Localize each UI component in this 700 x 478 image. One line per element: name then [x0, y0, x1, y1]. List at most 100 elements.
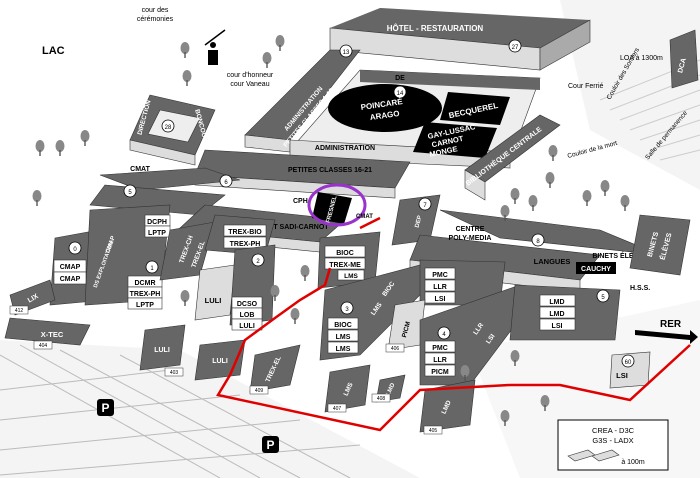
rer-indicator[interactable]: RER — [635, 319, 698, 344]
red-route — [216, 267, 691, 432]
svg-text:14: 14 — [397, 91, 404, 97]
svg-text:1: 1 — [150, 266, 154, 272]
svg-text:28: 28 — [165, 125, 172, 131]
picm-building[interactable]: PICM 406 — [385, 299, 426, 353]
building-5[interactable]: 5 — [89, 184, 226, 216]
lsi-label-3: LSI — [616, 371, 628, 380]
ceremonies-label: cérémonies — [137, 16, 174, 23]
fresnel-area[interactable]: CPH FRESNEL CMAT — [293, 183, 373, 227]
pmc-llr-lsi[interactable]: PMC LLR LSI — [419, 259, 506, 306]
luli-building[interactable]: LULI — [194, 264, 236, 321]
lms-lower[interactable]: LMS 407 — [324, 364, 371, 413]
centre-label: CENTRE — [456, 226, 485, 233]
trex-el-lower[interactable]: TREX-EL 409 — [249, 344, 301, 395]
cmat-building[interactable]: CMAT 6 — [99, 166, 241, 191]
svg-text:2: 2 — [256, 259, 260, 265]
cauchy-label: CAUCHY — [581, 266, 611, 273]
svg-text:408: 408 — [377, 396, 386, 402]
dcph-label: DCPH — [147, 219, 167, 226]
rer-label: RER — [660, 319, 682, 330]
pmc-label: PMC — [432, 272, 448, 279]
llr-label-2: LLR — [433, 357, 447, 364]
arago-label: ARAGO — [369, 109, 400, 122]
svg-text:4: 4 — [442, 332, 446, 338]
binets-eleves-label: BINETS ÉLÈVES — [592, 251, 648, 260]
lix-building[interactable]: LIX 412 — [9, 279, 56, 316]
trex-bio-label: TREX-BIO — [228, 229, 262, 236]
hss-label: H.S.S. — [630, 285, 650, 292]
xtec-building[interactable]: X-TEC 404 — [4, 317, 91, 350]
de-label: DE — [395, 75, 405, 82]
svg-text:60: 60 — [625, 360, 632, 366]
lms-label-2: LMS — [336, 334, 351, 341]
luli-lower-1[interactable]: LULI — [139, 324, 186, 371]
petites-classes-label: PETITES CLASSES 16-21 — [288, 167, 372, 174]
lptp-label: LPTP — [148, 230, 166, 237]
cour-ceremonies-label: cour des — [142, 7, 169, 14]
dep-building[interactable]: 7 DEP — [391, 194, 441, 246]
cmat-label-2: CMAT — [356, 214, 373, 220]
cmat-label: CMAT — [130, 166, 150, 173]
building-60[interactable]: 60 LSI — [609, 351, 651, 389]
cour-vaneau-label: cour Vaneau — [230, 81, 269, 88]
poly-media-label: POLY-MEDIA — [449, 235, 492, 242]
svg-text:404: 404 — [39, 343, 48, 349]
cph-label: CPH — [293, 198, 308, 205]
petites-classes-building[interactable]: PETITES CLASSES 16-21 — [194, 149, 411, 199]
parking-icon-1[interactable]: P — [97, 399, 114, 416]
dcmr-label: DCMR — [135, 280, 156, 287]
llr-label: LLR — [433, 284, 447, 291]
svg-text:409: 409 — [255, 388, 264, 394]
xtec-label: X-TEC — [41, 330, 64, 339]
lmd-lower[interactable]: LMD 405 — [419, 379, 476, 435]
luli-label-b2: LULI — [239, 323, 255, 330]
building-2[interactable]: 2 DCSO LOB LULI — [229, 244, 276, 331]
building-1[interactable]: CMAP DS EXPLOITATION DCPH LPTP 1 DCMR TR… — [84, 204, 171, 310]
cour-ferrie-label: Cour Ferrié — [568, 83, 604, 90]
trex-ph-label-2: TREX-PH — [230, 241, 261, 248]
dca-label: DCA — [677, 57, 688, 73]
picm-label-2: PICM — [431, 369, 449, 376]
building-4[interactable]: 4 PMC LLR PICM LLR LSI — [419, 284, 531, 386]
a-100m-label: à 100m — [621, 459, 645, 466]
svg-text:P: P — [101, 401, 109, 415]
svg-text:7: 7 — [423, 203, 427, 209]
bioc-trexme[interactable]: BIOC TREX-ME LMS — [317, 231, 381, 289]
trex-diag[interactable]: TREX-CH TREX-EL — [159, 221, 216, 281]
bioc-label: BIOC — [336, 250, 354, 257]
lmd-small[interactable]: LMD 408 — [371, 374, 406, 403]
luli-label-2: LULI — [154, 347, 170, 354]
picm-label: PICM — [401, 321, 412, 339]
svg-text:0: 0 — [73, 247, 77, 253]
dep-label: DEP — [415, 215, 424, 228]
red-route-top — [359, 216, 381, 230]
svg-text:3: 3 — [345, 307, 349, 313]
lix-label: LIX — [27, 293, 40, 305]
hotel-label: HÔTEL - RESTAURATION — [387, 24, 484, 33]
binets-eleves-right[interactable]: BINETS ÉLÈVES — [629, 214, 691, 276]
lms-label-3: LMS — [336, 346, 351, 353]
lmd-label-2: LMD — [549, 311, 564, 318]
building-3[interactable]: 3 BIOC LMS LMS LMS BIOC — [319, 264, 431, 361]
statue-icon — [204, 29, 226, 65]
central-building[interactable]: DE 14 POINCARÉ ARAGO BECQUEREL GAY-LUSSA… — [289, 69, 541, 169]
cmap-label-1: CMAP — [60, 264, 81, 271]
dca-building[interactable]: DCA — [669, 29, 699, 89]
direction-boncourt[interactable]: DIRECTION BONCOURT 28 — [129, 94, 216, 166]
crea-box[interactable]: CREA - D3C G3S - LADX à 100m — [557, 419, 669, 471]
hotel-restauration[interactable]: HÔTEL - RESTAURATION 27 — [329, 8, 591, 71]
parking-grid — [0, 344, 361, 478]
lmd-building[interactable]: LMD LMD LSI 5 — [509, 284, 621, 341]
parking-icon-2[interactable]: P — [262, 436, 279, 453]
hotel-number: 27 — [512, 45, 519, 51]
sadi-carnot-label: BÂTIMENT SADI-CARNOT — [241, 222, 329, 231]
lsi-label-2: LSI — [552, 323, 563, 330]
svg-text:13: 13 — [343, 50, 350, 56]
loa-label: LOA à 1300m — [620, 55, 663, 62]
lmd-label-3: LMD — [386, 382, 397, 397]
svg-text:405: 405 — [429, 428, 438, 434]
luli-label: LULI — [205, 296, 222, 305]
crea-label: CREA - D3C — [592, 426, 635, 435]
